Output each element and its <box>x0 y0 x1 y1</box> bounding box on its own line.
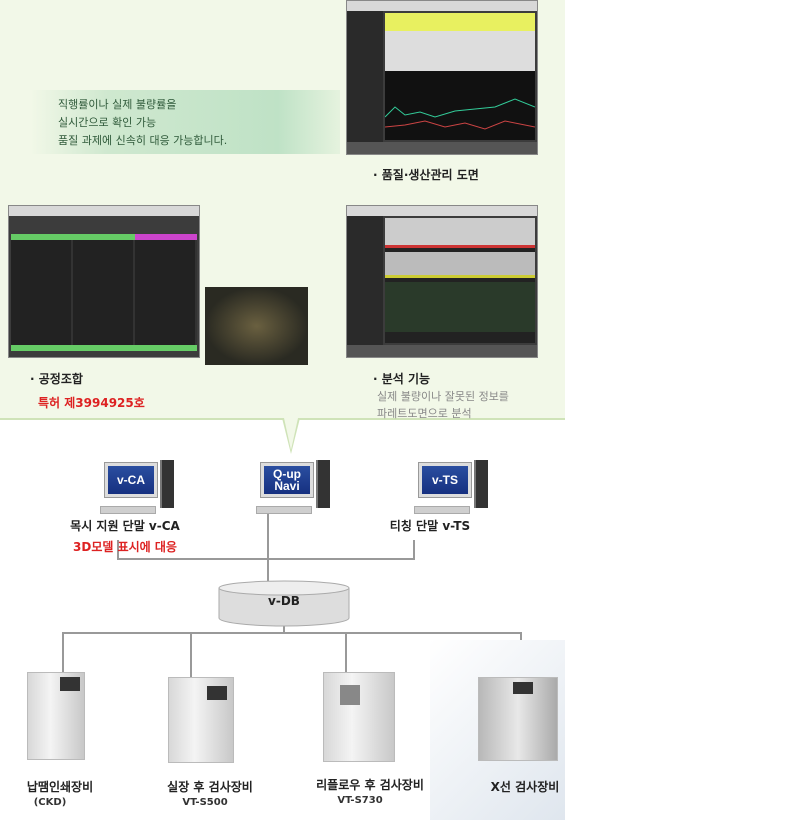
network-line <box>267 512 269 584</box>
navi-screen-label: Navi <box>274 479 300 493</box>
vca-terminal-icon: v-CA <box>100 460 174 522</box>
process-caption: · 공정조합 <box>30 372 83 386</box>
banner-line: 실시간으로 확인 가능 <box>58 116 157 129</box>
xray-inspection-image <box>478 677 558 761</box>
vt-s730-image <box>323 672 395 762</box>
vt-s500-image <box>168 677 234 763</box>
network-line <box>62 632 521 634</box>
banner-line: 직행률이나 실제 불량률을 <box>58 98 177 111</box>
vts-label: 티칭 단말 v-TS <box>389 519 471 533</box>
analysis-caption: · 분석 기능 <box>373 372 431 386</box>
analysis-desc-line: 파레트도면으로 분석 <box>377 407 472 420</box>
machine-sub: VT-S730 <box>337 795 383 806</box>
vca-note: 3D모델 표시에 대응 <box>73 540 177 554</box>
network-line <box>283 624 285 634</box>
feature-banner: 직행률이나 실제 불량률을 실시간으로 확인 가능 품질 과제에 신속히 대응 … <box>30 90 340 154</box>
chip-3d-model-image <box>205 287 308 365</box>
machine-sub: VT-S500 <box>182 797 228 808</box>
process-combination-screenshot <box>8 205 200 358</box>
analysis-description: 실제 불량이나 잘못된 정보를 파레트도면으로 분석 <box>377 388 509 422</box>
quality-management-screenshot <box>346 0 538 155</box>
callout-pointer-fill <box>284 418 298 450</box>
vca-screen-label: v-CA <box>108 466 154 494</box>
machine-label: 납땜인쇄장비 <box>26 780 94 794</box>
machine-label: 실장 후 검사장비 <box>167 780 253 794</box>
vts-terminal-icon: v-TS <box>414 460 488 522</box>
vts-screen-label: v-TS <box>422 466 468 494</box>
vca-label: 목시 지원 단말 v-CA <box>70 519 180 533</box>
network-line <box>190 632 192 677</box>
analysis-screenshot <box>346 205 538 358</box>
network-line <box>62 632 64 672</box>
qup-screen-label: Q-up <box>273 467 301 481</box>
machine-label: X선 검사장비 <box>490 780 560 794</box>
network-line <box>345 632 347 672</box>
network-line <box>117 540 119 560</box>
network-line <box>413 540 415 560</box>
banner-line: 품질 과제에 신속히 대응 가능합니다. <box>58 134 228 147</box>
machine-sub: (CKD) <box>33 797 67 808</box>
trend-chart-icon <box>385 98 535 130</box>
network-line <box>117 558 414 560</box>
machine-label: 리플로우 후 검사장비 <box>316 778 424 792</box>
vdb-label: v-DB <box>268 594 300 608</box>
quality-caption: · 품질·생산관리 도면 <box>373 168 479 182</box>
vdb-database-icon: v-DB <box>218 580 350 628</box>
analysis-desc-line: 실제 불량이나 잘못된 정보를 <box>377 390 509 403</box>
patent-number: 특허 제3994925호 <box>38 396 145 410</box>
solder-printer-image <box>27 672 85 760</box>
